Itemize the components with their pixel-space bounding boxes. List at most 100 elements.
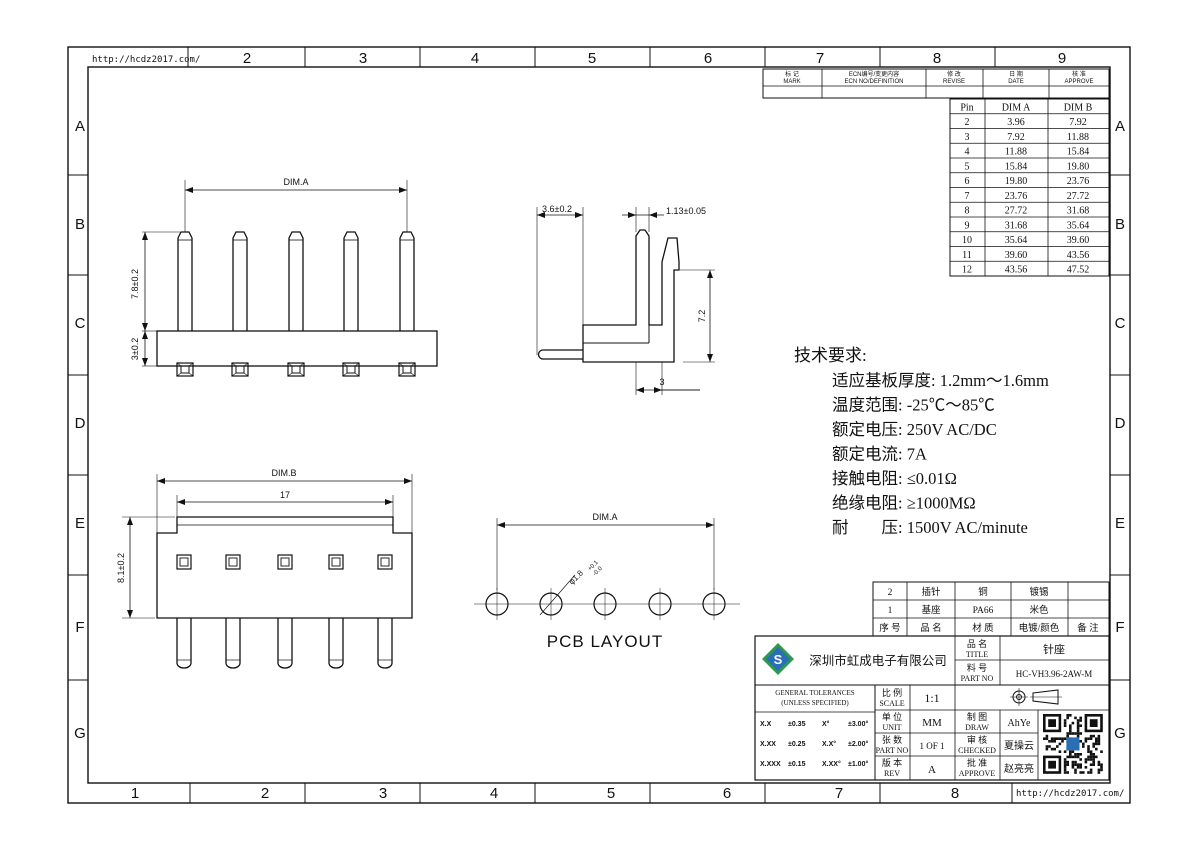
dim-table-header: DIM B <box>1064 102 1093 113</box>
pin <box>177 231 193 331</box>
tol-title-2: (UNLESS SPECIFIED) <box>781 699 849 707</box>
bom-cell: PA66 <box>973 606 994 616</box>
rev-mark-en: MARK <box>783 79 800 85</box>
pin-leg <box>328 618 344 669</box>
bom-header: 电镀/颜色 <box>1019 622 1060 634</box>
bom-cell: 米色 <box>1029 604 1049 616</box>
dim-table-cell: 23.76 <box>1067 176 1090 187</box>
tech-requirement-item: 接触电阻: ≤0.01Ω <box>832 469 957 488</box>
qr-code-icon <box>1043 714 1103 774</box>
pin-leg <box>225 618 241 669</box>
pin-slot <box>287 362 305 377</box>
dim-3-label: 3±0.2 <box>130 338 140 360</box>
row-label: F <box>1115 619 1124 636</box>
pin-slot <box>398 362 416 377</box>
col-label: 9 <box>1058 50 1066 67</box>
rev-en: REV <box>884 769 900 778</box>
title-cn: 品 名 <box>967 638 987 649</box>
svg-text:S: S <box>774 652 783 667</box>
unit-cn: 单 位 <box>882 711 902 722</box>
dim-table-cell: 19.80 <box>1067 161 1090 172</box>
col-label: 8 <box>951 785 959 802</box>
rev-approve-en: APPROVE <box>1064 79 1093 85</box>
col-label: 5 <box>607 785 615 802</box>
part-value: HC-VH3.96-2AW-M <box>1016 669 1093 679</box>
pin-leg <box>176 618 192 669</box>
draw-value: AhYe <box>1008 718 1031 729</box>
pin-square <box>377 554 393 570</box>
dim-8-1-label: 8.1±0.2 <box>116 553 126 583</box>
tech-requirement-item: 适应基板厚度: 1.2mm～1.6mm <box>832 371 1049 390</box>
outer-frame <box>67 46 1131 804</box>
col-label: 2 <box>261 785 269 802</box>
dim-table-cell: 3.96 <box>1007 117 1025 128</box>
sheet-en: PART NO <box>876 746 909 755</box>
bom-cell: 镀锡 <box>1029 586 1048 598</box>
dim-table-cell: 35.64 <box>1067 220 1090 231</box>
pin-square <box>176 554 192 570</box>
col-label: 3 <box>359 50 367 67</box>
tolerance-cell: X.X <box>760 721 772 728</box>
dim-1-13-label: 1.13±0.05 <box>666 206 706 216</box>
company-logo: S <box>762 643 794 675</box>
dim-table-cell: 15.84 <box>1067 147 1090 158</box>
check-value: 夏操云 <box>1004 739 1034 752</box>
pin-slot <box>231 362 249 377</box>
side-view: 3.6±0.2 1.13±0.05 3 7.2 <box>536 204 715 395</box>
dim-table-cell: 6 <box>965 176 970 187</box>
approve-en: APPROVE <box>959 769 996 778</box>
part-en: PART NO <box>961 674 994 683</box>
tolerance-cell: ±3.00° <box>848 720 868 728</box>
pcb-layout-title: PCB LAYOUT <box>547 632 663 651</box>
dim-table-cell: 9 <box>965 220 970 231</box>
pin <box>232 231 248 331</box>
tolerance-cell: X.X° <box>822 740 836 748</box>
dim-table-cell: 11.88 <box>1005 147 1027 158</box>
dim-table-cell: 12 <box>962 265 972 276</box>
rev-date-cn: 日 期 <box>1009 70 1023 78</box>
approve-value: 赵亮亮 <box>1004 762 1034 775</box>
dim-table-cell: 27.72 <box>1005 206 1028 217</box>
dim-table-cell: 7.92 <box>1069 117 1087 128</box>
pin-square <box>328 554 344 570</box>
dim-a-label: DIM.A <box>283 177 308 187</box>
front-view: DIM.A 7.8±0.2 3±0.2 <box>130 177 438 377</box>
tolerance-cell: ±0.25 <box>788 741 806 748</box>
tech-requirement-item: 额定电流: 7A <box>832 445 927 464</box>
dim-table-cell: 39.60 <box>1067 235 1090 246</box>
bom-header: 材 质 <box>972 622 994 634</box>
tech-requirement-item: 耐 压: 1500V AC/minute <box>832 518 1028 537</box>
unit-value: MM <box>922 717 942 729</box>
dim-table-cell: 31.68 <box>1005 220 1028 231</box>
url-top: http://hcdz2017.com/ <box>92 55 200 65</box>
bom-cell: 基座 <box>921 604 941 616</box>
pin-leg <box>377 618 393 669</box>
col-label: 7 <box>816 50 824 67</box>
tolerance-cell: ±2.00° <box>848 740 868 748</box>
row-label: E <box>1115 515 1125 532</box>
row-label: B <box>75 216 85 233</box>
dim-b-label: DIM.B <box>271 468 296 478</box>
check-en: CHECKED <box>958 746 996 755</box>
pin <box>399 231 415 331</box>
draw-cn: 制 图 <box>967 711 987 722</box>
row-label: F <box>75 619 84 636</box>
pin-square <box>225 554 241 570</box>
hole-dia-label: φ1.8 <box>567 568 585 586</box>
url-bottom: http://hcdz2017.com/ <box>1016 789 1124 799</box>
dim-side-3-label: 3 <box>659 377 664 387</box>
col-label: 7 <box>835 785 843 802</box>
sheet-cn: 张 数 <box>882 734 902 745</box>
title-en: TITLE <box>966 650 988 659</box>
dim-table-cell: 31.68 <box>1067 206 1090 217</box>
row-label: B <box>1115 216 1125 233</box>
draw-en: DRAW <box>965 723 989 732</box>
row-label: C <box>1115 315 1126 332</box>
pin <box>288 231 304 331</box>
scale-en: SCALE <box>879 699 904 708</box>
pcb-dim-a-label: DIM.A <box>592 512 617 522</box>
bom-cell: 2 <box>888 588 893 598</box>
